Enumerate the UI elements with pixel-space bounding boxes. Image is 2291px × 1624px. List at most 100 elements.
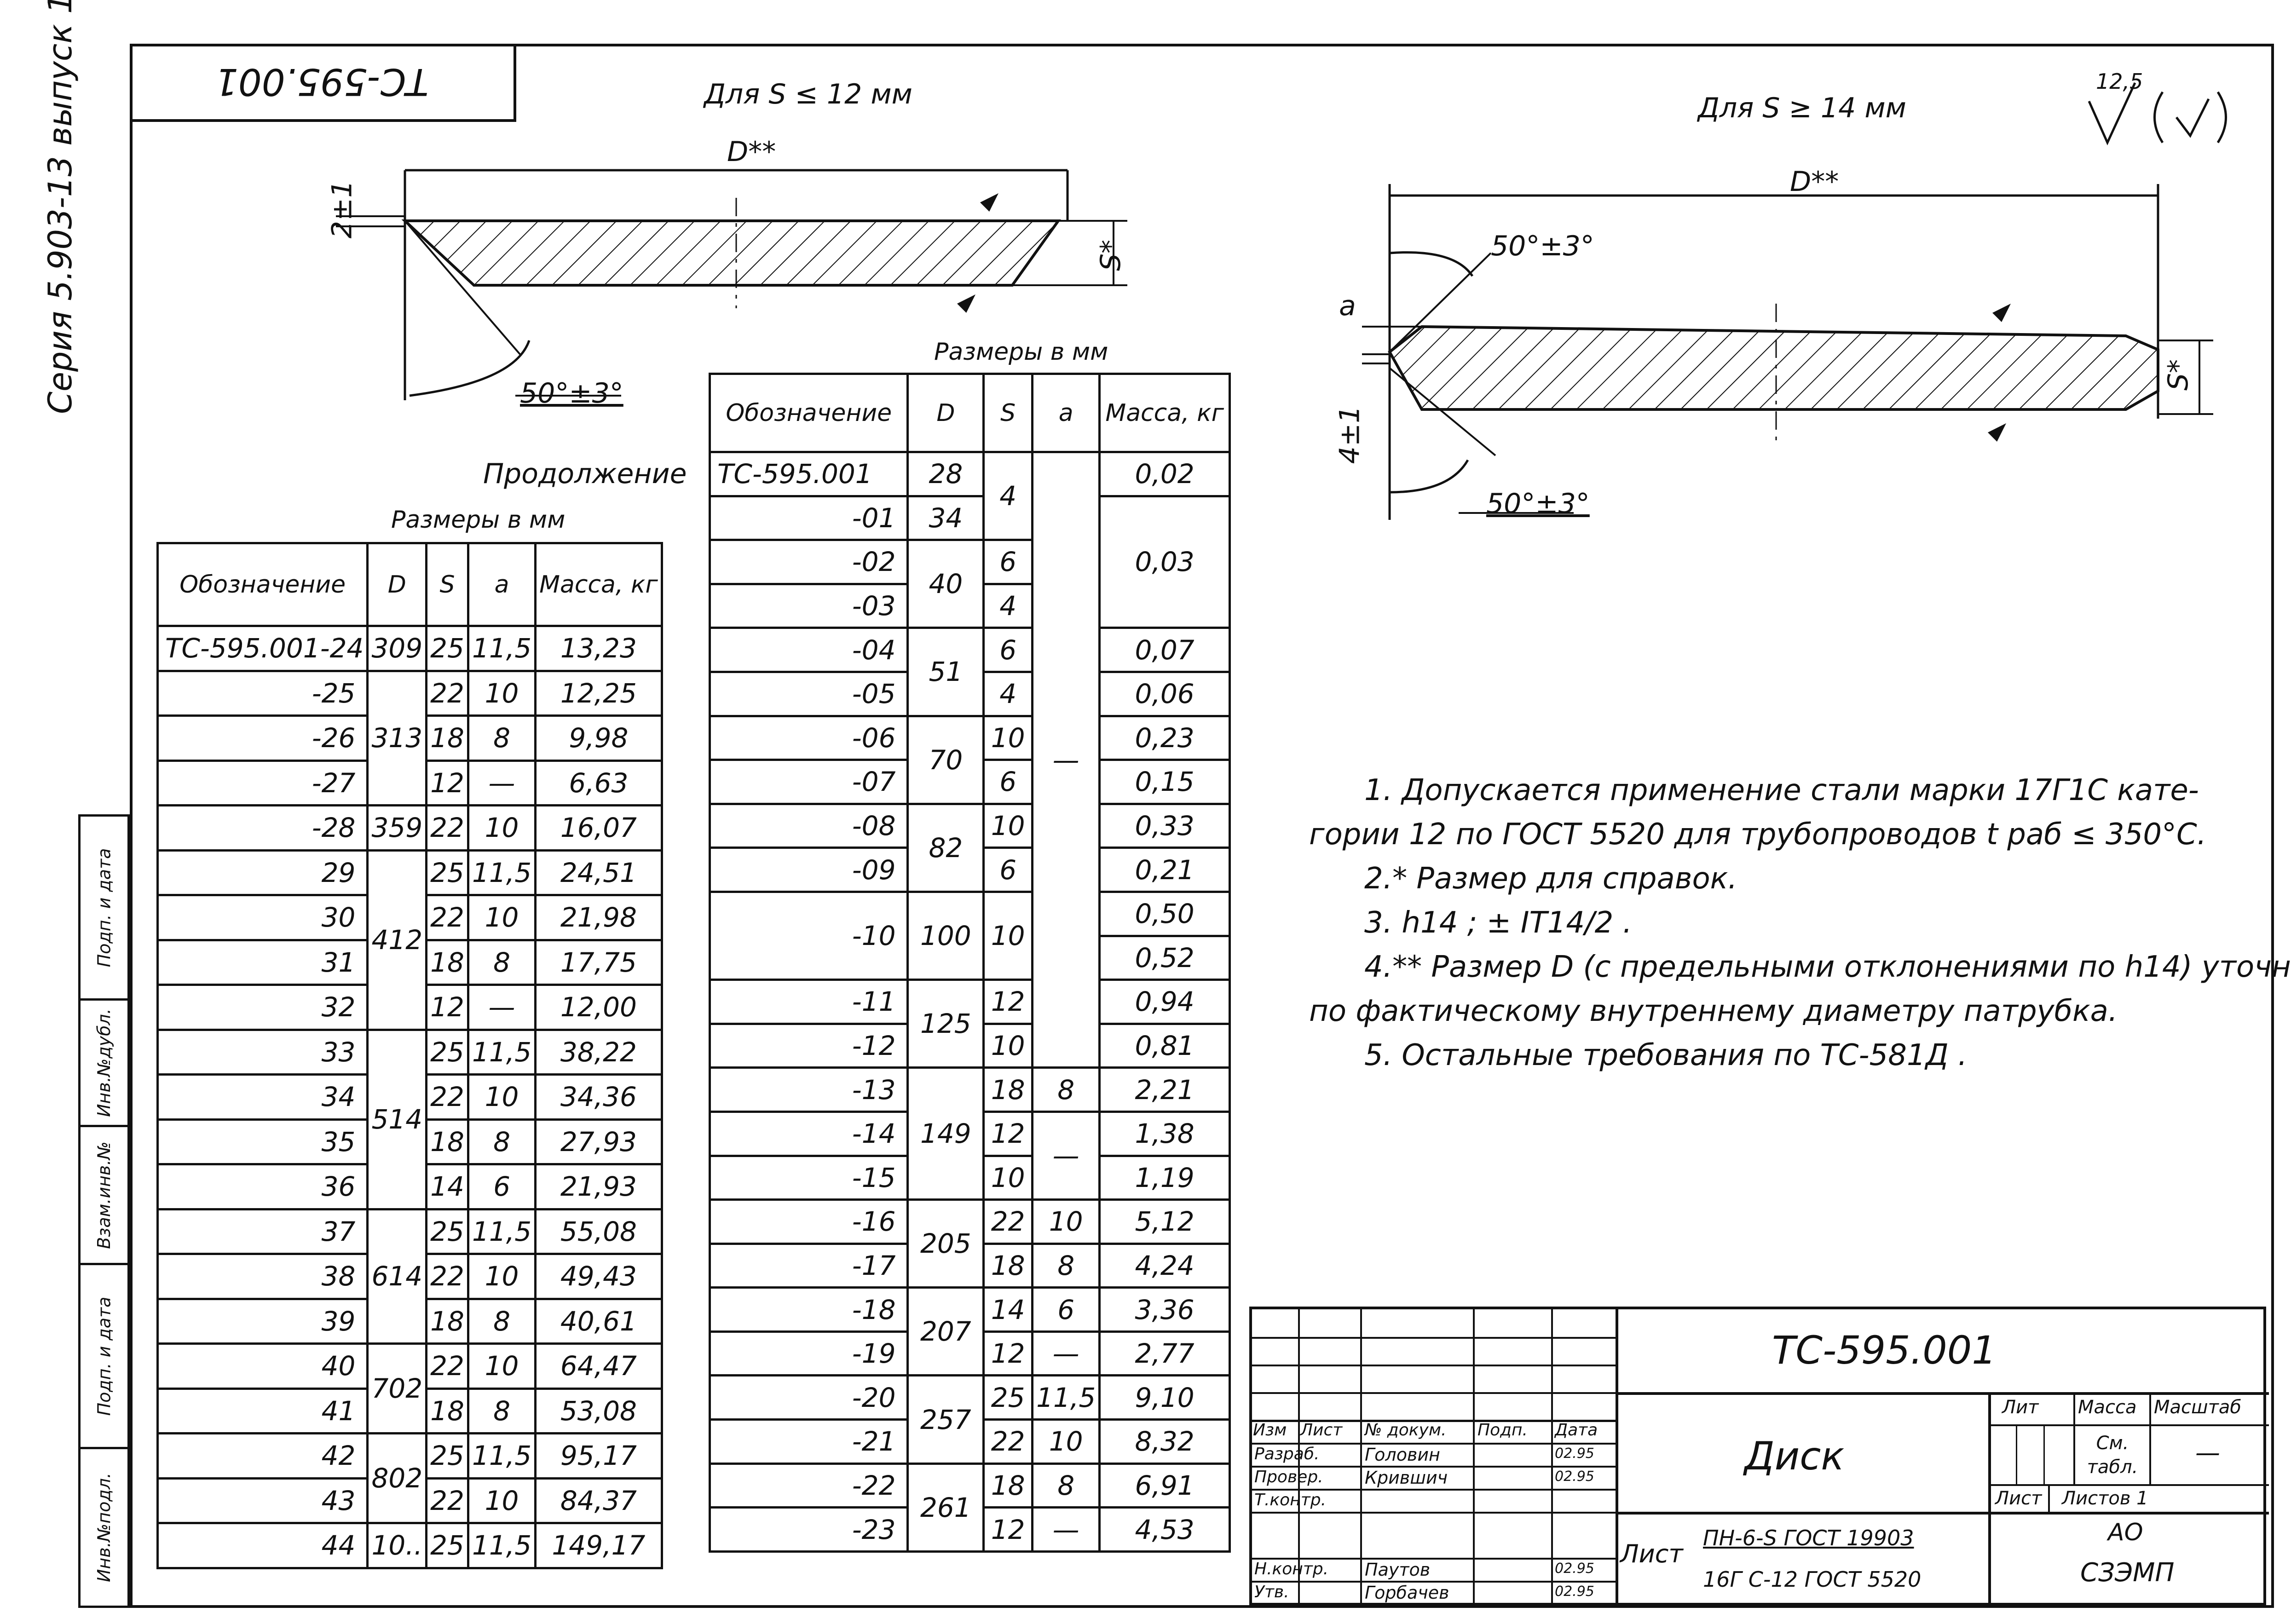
diameter-cell: 261 <box>906 1462 985 1553</box>
designation-cell: -03 <box>708 582 909 629</box>
mass-cell: 3,36 <box>1098 1286 1231 1333</box>
drawing-frame <box>130 44 2274 1608</box>
mass-cell: 9,10 <box>1098 1374 1231 1421</box>
note-line: 4.** Размер D (с предельными отклонениям… <box>1364 950 2291 984</box>
mass-cell: 95,17 <box>534 1432 663 1480</box>
mass-cell: 149,17 <box>534 1522 663 1569</box>
mass-cell: 0,52 <box>1098 934 1231 981</box>
mass-cell: 84,37 <box>534 1477 663 1524</box>
designation-cell: 38 <box>156 1253 369 1300</box>
thickness-cell: 12 <box>982 1110 1034 1157</box>
col-header: a <box>467 542 537 627</box>
a-cell: 10 <box>467 1073 537 1121</box>
diameter-cell: 257 <box>906 1374 985 1465</box>
diameter-cell: 82 <box>906 802 985 893</box>
tb-role: Разраб. <box>1254 1445 1320 1463</box>
a-cell: 8 <box>467 939 537 986</box>
thickness-cell: 6 <box>982 847 1034 893</box>
diameter-cell: 125 <box>906 979 985 1069</box>
mass-cell: 8,32 <box>1098 1418 1231 1465</box>
thickness-cell: 25 <box>425 625 469 672</box>
thickness-cell: 25 <box>425 1432 469 1480</box>
a-cell: 8 <box>1031 1242 1101 1289</box>
mass-cell: 5,12 <box>1098 1198 1231 1245</box>
left-angle: 50°±3° <box>520 377 623 409</box>
tb-massa: Масса <box>2078 1397 2137 1418</box>
mass-cell: 6,63 <box>534 759 663 806</box>
corner-code: ТС-595.001 <box>214 60 429 103</box>
designation-cell: -20 <box>708 1374 909 1421</box>
tb-date: 02.95 <box>1555 1584 1594 1600</box>
designation-cell: -23 <box>708 1506 909 1553</box>
right-angle-top: 50°±3° <box>1491 230 1594 262</box>
diameter-cell: 205 <box>906 1198 985 1289</box>
thickness-cell: 22 <box>425 1342 469 1390</box>
mass-cell: 4,53 <box>1098 1506 1231 1553</box>
tb-role: Н.контр. <box>1254 1560 1329 1578</box>
col-header: Масса, кг <box>1098 373 1231 453</box>
a-cell: 8 <box>1031 1462 1101 1509</box>
tb-head-izm: Изм <box>1253 1421 1287 1440</box>
stamp-cell: Подп. и дата <box>81 1265 127 1449</box>
stamp-column: Подп. и дата Инв.№дубл. Взам.инв.№ Подп.… <box>78 814 130 1608</box>
a-cell: 6 <box>467 1163 537 1210</box>
thickness-cell: 10 <box>982 1154 1034 1201</box>
left-dim-d: D** <box>727 136 776 168</box>
tb-material-2: 16Г С-12 ГОСТ 5520 <box>1703 1567 1922 1592</box>
technical-notes: 1. Допускается применение стали марки 17… <box>1309 768 2291 1077</box>
a-cell: 8 <box>1031 1066 1101 1113</box>
tb-role: Утв. <box>1254 1583 1289 1601</box>
mass-cell: 21,98 <box>534 894 663 941</box>
tb-material-1: ПН-6-S ГОСТ 19903 <box>1703 1526 1914 1550</box>
tb-sheet: Лист <box>1995 1488 2042 1509</box>
a-cell: 10 <box>1031 1418 1101 1465</box>
tb-role: Т.контр. <box>1254 1491 1327 1509</box>
mass-cell: 0,50 <box>1098 890 1231 937</box>
a-cell: 8 <box>467 1297 537 1345</box>
tb-head-list: Лист <box>1300 1421 1343 1440</box>
mass-cell: 17,75 <box>534 939 663 986</box>
right-angle-bottom: 50°±3° <box>1486 488 1590 520</box>
a-cell: 8 <box>467 714 537 762</box>
tb-head-doc: № докум. <box>1365 1421 1447 1440</box>
diameter-cell: 149 <box>906 1066 985 1201</box>
mass-cell: 49,43 <box>534 1253 663 1300</box>
mass-cell: 55,08 <box>534 1208 663 1255</box>
a-cell: — <box>1031 450 1101 1069</box>
a-cell: 10 <box>467 1253 537 1300</box>
a-cell: 10 <box>467 804 537 852</box>
mass-cell: 6,91 <box>1098 1462 1231 1509</box>
designation-cell: 30 <box>156 894 369 941</box>
mass-cell: 0,03 <box>1098 495 1231 629</box>
thickness-cell: 25 <box>982 1374 1034 1421</box>
mass-cell: 64,47 <box>534 1342 663 1390</box>
mass-cell: 38,22 <box>534 1028 663 1076</box>
col-header: Масса, кг <box>534 542 663 627</box>
designation-cell: 29 <box>156 849 369 896</box>
col-header: a <box>1031 373 1101 453</box>
mass-cell: 27,93 <box>534 1118 663 1165</box>
stamp-cell: Инв.№дубл. <box>81 1001 127 1127</box>
thickness-cell: 22 <box>425 1253 469 1300</box>
designation-cell: -10 <box>708 890 909 981</box>
mass-cell: 21,93 <box>534 1163 663 1210</box>
tb-massa-value: См. табл. <box>2087 1433 2138 1478</box>
a-cell: 10 <box>467 894 537 941</box>
mass-cell: 40,61 <box>534 1297 663 1345</box>
